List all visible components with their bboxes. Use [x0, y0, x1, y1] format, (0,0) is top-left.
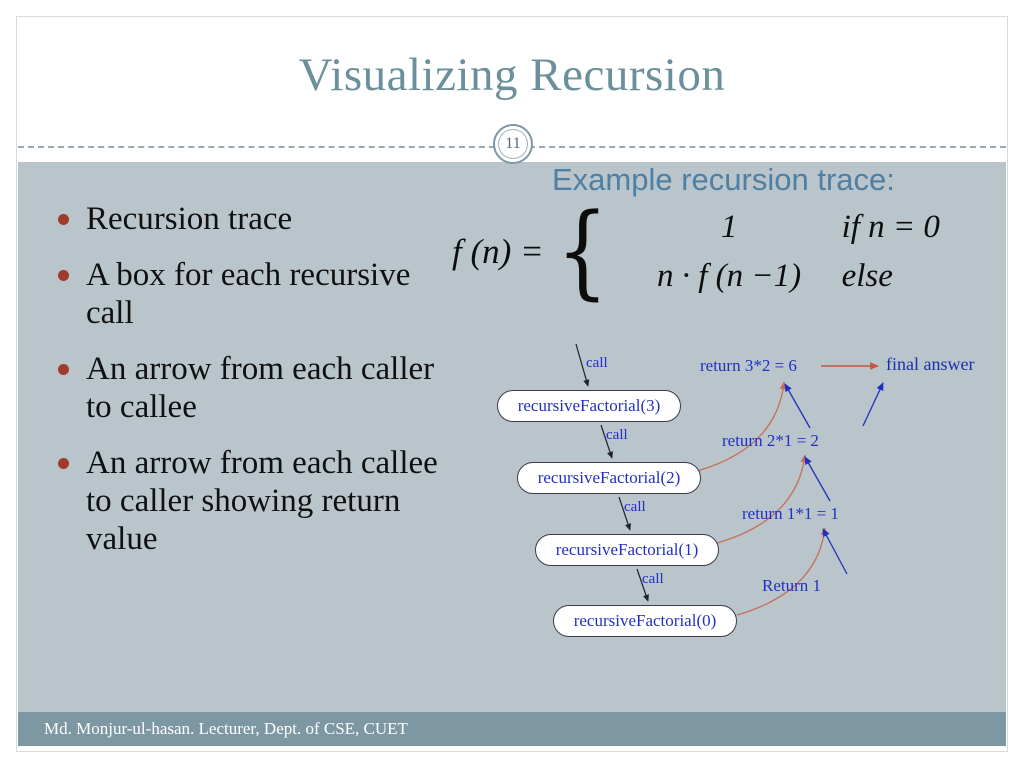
call-arrow — [636, 568, 649, 602]
call-arrow — [575, 343, 590, 387]
bullet-text: An arrow from each callee to caller show… — [86, 445, 438, 557]
bullet-text: Recursion trace — [86, 201, 293, 237]
footer-bar: Md. Monjur-ul-hasan. Lecturer, Dept. of … — [18, 712, 1006, 746]
slide-title: Visualizing Recursion — [298, 49, 726, 101]
bullet-icon — [58, 270, 69, 281]
bullet-item: Recursion trace — [56, 200, 441, 238]
trace-box-0: recursiveFactorial(3) — [497, 390, 681, 422]
page-number: 11 — [498, 129, 528, 159]
bullet-item: An arrow from each callee to caller show… — [56, 444, 441, 558]
return-curve — [736, 527, 828, 616]
bullet-icon — [58, 364, 69, 375]
bullet-text: An arrow from each caller to callee — [86, 351, 435, 425]
example-heading: Example recursion trace: — [552, 162, 895, 197]
bullet-item: An arrow from each caller to callee — [56, 350, 441, 426]
content-area — [18, 162, 1006, 712]
trace-box-3: recursiveFactorial(0) — [553, 605, 737, 637]
call-label: call — [624, 499, 646, 515]
factorial-formula: f (n) = { 1 if n = 0 n · f (n −1) else — [452, 200, 997, 304]
return-arrow — [862, 382, 884, 427]
formula-lhs: f (n) = — [452, 232, 544, 271]
call-arrow — [600, 424, 613, 459]
bullet-text: A box for each recursive call — [86, 257, 411, 331]
case-condition: else — [841, 258, 893, 294]
final-answer-label: final answer — [886, 354, 975, 374]
return-arrow — [784, 383, 811, 429]
bullet-list: Recursion trace A box for each recursive… — [56, 200, 441, 576]
call-label: call — [642, 571, 664, 587]
return-arrow — [822, 528, 848, 575]
formula-cases: 1 if n = 0 n · f (n −1) else — [617, 209, 997, 295]
bullet-icon — [58, 214, 69, 225]
return-arrow — [804, 456, 831, 502]
trace-box-2: recursiveFactorial(1) — [535, 534, 719, 566]
trace-box-1: recursiveFactorial(2) — [517, 462, 701, 494]
page-number-badge: 11 — [493, 124, 533, 164]
bullet-icon — [58, 458, 69, 469]
return-curve — [716, 454, 808, 544]
return-label-3: Return 1 — [762, 576, 822, 595]
diagram-arrows — [575, 343, 884, 616]
return-label-1: return 2*1 = 2 — [722, 431, 819, 450]
case-value: n · f (n −1) — [656, 258, 802, 294]
call-label: call — [586, 355, 608, 371]
call-label: call — [606, 427, 628, 443]
formula-brace: { — [556, 192, 609, 312]
bullet-item: A box for each recursive call — [56, 256, 441, 332]
return-curve — [696, 381, 787, 472]
case-value: 1 — [720, 209, 738, 245]
return-label-0: return 3*2 = 6 — [700, 356, 797, 375]
case-condition: if n = 0 — [841, 209, 940, 245]
return-label-2: return 1*1 = 1 — [742, 504, 839, 523]
recursion-trace-diagram: recursiveFactorial(3) recursiveFactorial… — [455, 338, 1007, 670]
call-arrow — [618, 496, 631, 531]
footer-text: Md. Monjur-ul-hasan. Lecturer, Dept. of … — [44, 719, 408, 738]
